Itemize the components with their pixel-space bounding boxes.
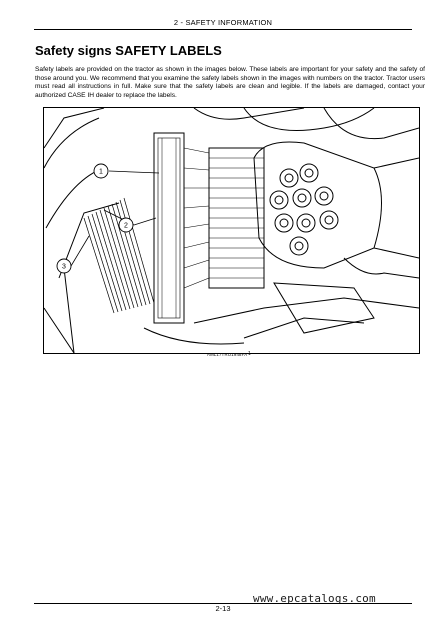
page-number: 2-13 [215, 604, 231, 613]
figure-number: 1 [248, 351, 251, 357]
figure-code: AML17TRO1948FA [207, 352, 248, 357]
callout-3-label: 3 [62, 264, 66, 271]
callout-3-circle [56, 258, 72, 274]
header-rule [34, 29, 412, 30]
callout-1-label: 1 [99, 169, 103, 176]
footer-rule [34, 603, 412, 604]
callout-2-circle [118, 217, 134, 233]
callout-1-circle [93, 163, 109, 179]
tractor-safety-labels-figure: 1 2 3 [43, 107, 420, 354]
header-title: 2 - SAFETY INFORMATION [173, 18, 273, 27]
tractor-engine-illustration: 1 2 3 [44, 108, 419, 353]
callout-2-label: 2 [124, 223, 128, 230]
intro-paragraph: Safety labels are provided on the tracto… [35, 66, 425, 99]
watermark: www.epcatalogs.com [253, 592, 376, 605]
section-title: Safety signs SAFETY LABELS [35, 43, 222, 58]
